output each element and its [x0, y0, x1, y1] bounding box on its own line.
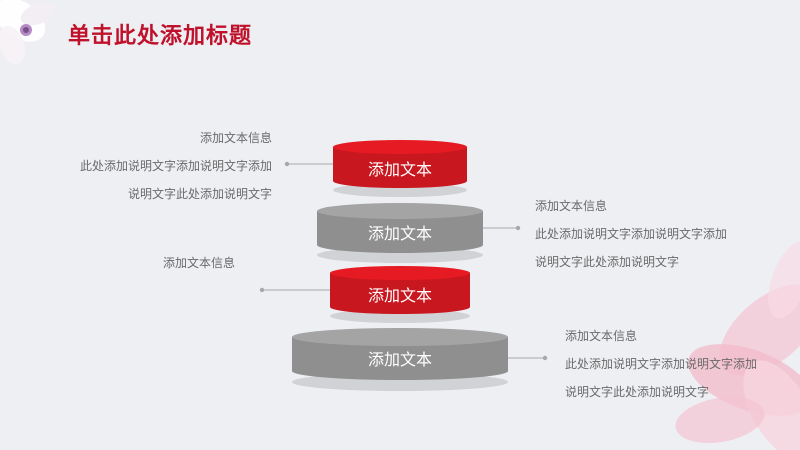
callout-1-heading: 添加文本信息 [199, 131, 272, 145]
callout-1-line1: 此处添加说明文字添加说明文字添加 [79, 159, 272, 173]
connector-dot-2 [515, 225, 521, 231]
callout-1-line2: 说明文字此处添加说明文字 [127, 187, 272, 201]
tier-1: 添加文本 [333, 140, 467, 197]
callout-2-heading: 添加文本信息 [535, 199, 608, 213]
tier-4: 添加文本 [292, 328, 508, 391]
callout-3-heading: 添加文本信息 [163, 256, 236, 270]
callout-1: 添加文本信息 此处添加说明文字添加说明文字添加 说明文字此处添加说明文字 [80, 124, 272, 208]
tier-2: 添加文本 [317, 203, 483, 263]
callout-4: 添加文本信息 此处添加说明文字添加说明文字添加 说明文字此处添加说明文字 [565, 322, 757, 406]
connector-dot-3 [259, 287, 265, 293]
page-title: 单击此处添加标题 [68, 24, 253, 49]
flower-decoration-top-left-icon [0, 0, 56, 65]
callout-2-line2: 说明文字此处添加说明文字 [535, 255, 680, 269]
callout-4-heading: 添加文本信息 [565, 329, 638, 343]
tier-3-label: 添加文本 [368, 286, 432, 305]
tier-4-label: 添加文本 [368, 350, 432, 369]
callout-3: 添加文本信息 [163, 249, 235, 277]
connector-dot-1 [284, 161, 290, 167]
callout-2-line1: 此处添加说明文字添加说明文字添加 [535, 227, 728, 241]
connector-dot-4 [542, 355, 548, 361]
callout-2: 添加文本信息 此处添加说明文字添加说明文字添加 说明文字此处添加说明文字 [535, 192, 727, 276]
callout-4-line2: 说明文字此处添加说明文字 [565, 385, 710, 399]
tier-3: 添加文本 [330, 266, 470, 323]
tier-2-label: 添加文本 [368, 224, 432, 243]
tier-1-label: 添加文本 [368, 160, 432, 179]
callout-4-line1: 此处添加说明文字添加说明文字添加 [565, 357, 758, 371]
flower-decoration-bottom-right-icon [675, 241, 800, 450]
